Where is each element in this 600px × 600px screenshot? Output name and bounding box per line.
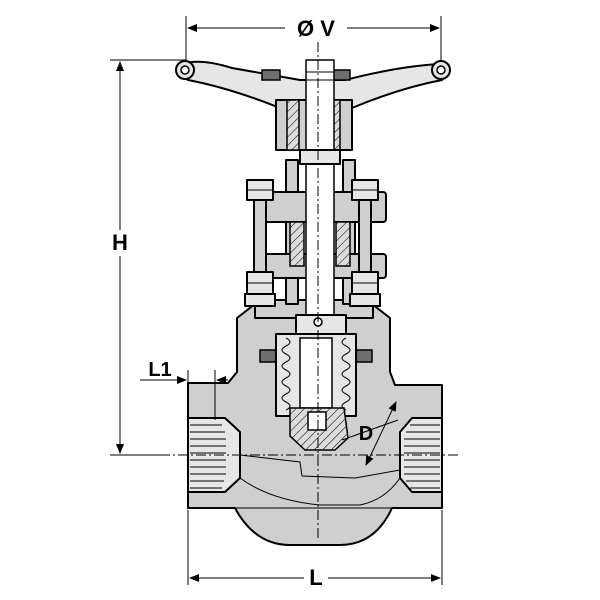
stem [295, 59, 347, 338]
label-diameter-v: Ø V [297, 16, 335, 41]
label-l1: L1 [148, 359, 171, 381]
bellows [275, 333, 357, 417]
label-height: H [112, 230, 128, 255]
left-thread [190, 424, 226, 489]
right-thread [404, 424, 440, 489]
bolts [244, 179, 381, 307]
label-d: D [359, 423, 373, 445]
dimension-diameter-v: Ø V [185, 14, 442, 62]
dimension-l1: L1 [140, 359, 228, 420]
disc [289, 407, 349, 451]
dimension-length: L [187, 510, 443, 590]
label-length: L [309, 565, 322, 590]
dimension-d: D [359, 401, 397, 466]
dimension-height: H [108, 59, 186, 456]
